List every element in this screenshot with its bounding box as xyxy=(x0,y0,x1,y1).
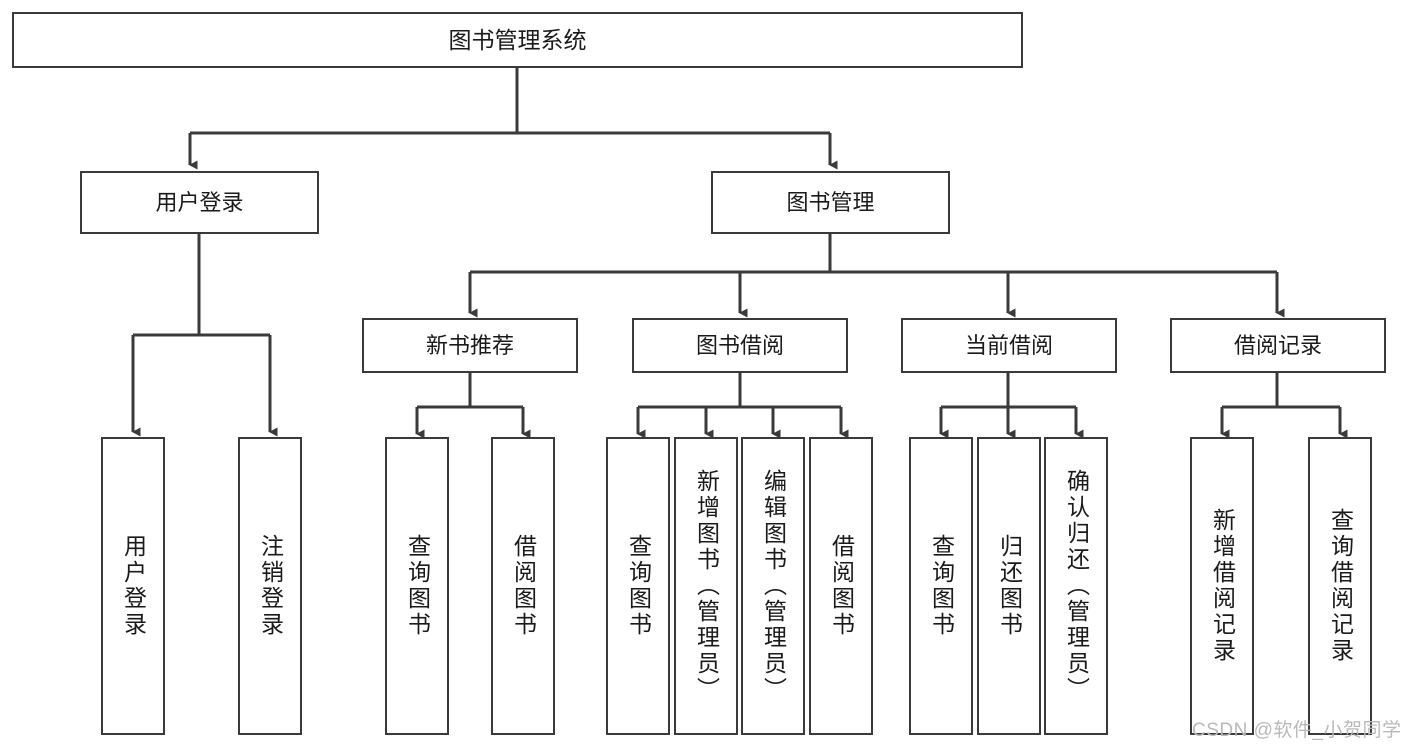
node-label: 图书借阅 xyxy=(695,332,784,358)
node-book-management[interactable]: 图书管理 xyxy=(711,171,950,234)
leaf-logout-login[interactable]: 注销登录 xyxy=(238,437,302,735)
node-label: 新增借阅记录 xyxy=(1209,508,1236,664)
leaf-edit-book[interactable]: 编辑图书（管理员） xyxy=(741,437,805,735)
leaf-borrow-book-new-recommend[interactable]: 借阅图书 xyxy=(491,437,555,735)
node-book-management-system[interactable]: 图书管理系统 xyxy=(12,12,1023,68)
node-label: 查询图书 xyxy=(928,534,955,638)
node-label: 注销登录 xyxy=(257,534,284,638)
node-label: 借阅图书 xyxy=(828,534,855,638)
node-borrow-record[interactable]: 借阅记录 xyxy=(1170,318,1386,373)
node-label: 新书推荐 xyxy=(425,332,514,358)
node-label: 借阅记录 xyxy=(1233,332,1322,358)
leaf-query-book-borrow[interactable]: 查询图书 xyxy=(606,437,670,735)
node-label: 确认归还（管理员） xyxy=(1063,469,1090,703)
node-label: 归还图书 xyxy=(996,534,1023,638)
node-label: 图书管理 xyxy=(786,189,875,215)
node-label: 查询图书 xyxy=(625,534,652,638)
node-label: 查询借阅记录 xyxy=(1327,508,1354,664)
node-current-borrow[interactable]: 当前借阅 xyxy=(901,318,1117,373)
leaf-confirm-return[interactable]: 确认归还（管理员） xyxy=(1044,437,1108,735)
leaf-add-borrow-record[interactable]: 新增借阅记录 xyxy=(1190,437,1254,735)
leaf-query-book-current[interactable]: 查询图书 xyxy=(909,437,973,735)
node-label: 查询图书 xyxy=(404,534,431,638)
node-new-book-recommend[interactable]: 新书推荐 xyxy=(362,318,578,373)
node-label: 新增图书（管理员） xyxy=(693,469,720,703)
leaf-add-book[interactable]: 新增图书（管理员） xyxy=(674,437,738,735)
leaf-user-login[interactable]: 用户登录 xyxy=(101,437,165,735)
leaf-query-borrow-record[interactable]: 查询借阅记录 xyxy=(1308,437,1372,735)
node-label: 借阅图书 xyxy=(510,534,537,638)
leaf-query-book-new-recommend[interactable]: 查询图书 xyxy=(385,437,449,735)
leaf-borrow-book-borrow[interactable]: 借阅图书 xyxy=(809,437,873,735)
leaf-return-book[interactable]: 归还图书 xyxy=(977,437,1041,735)
node-label: 编辑图书（管理员） xyxy=(760,469,787,703)
node-user-login[interactable]: 用户登录 xyxy=(80,171,319,234)
node-label: 图书管理系统 xyxy=(448,26,587,53)
node-label: 用户登录 xyxy=(120,534,147,638)
node-label: 用户登录 xyxy=(155,189,244,215)
node-label: 当前借阅 xyxy=(964,332,1053,358)
node-book-borrow[interactable]: 图书借阅 xyxy=(632,318,848,373)
